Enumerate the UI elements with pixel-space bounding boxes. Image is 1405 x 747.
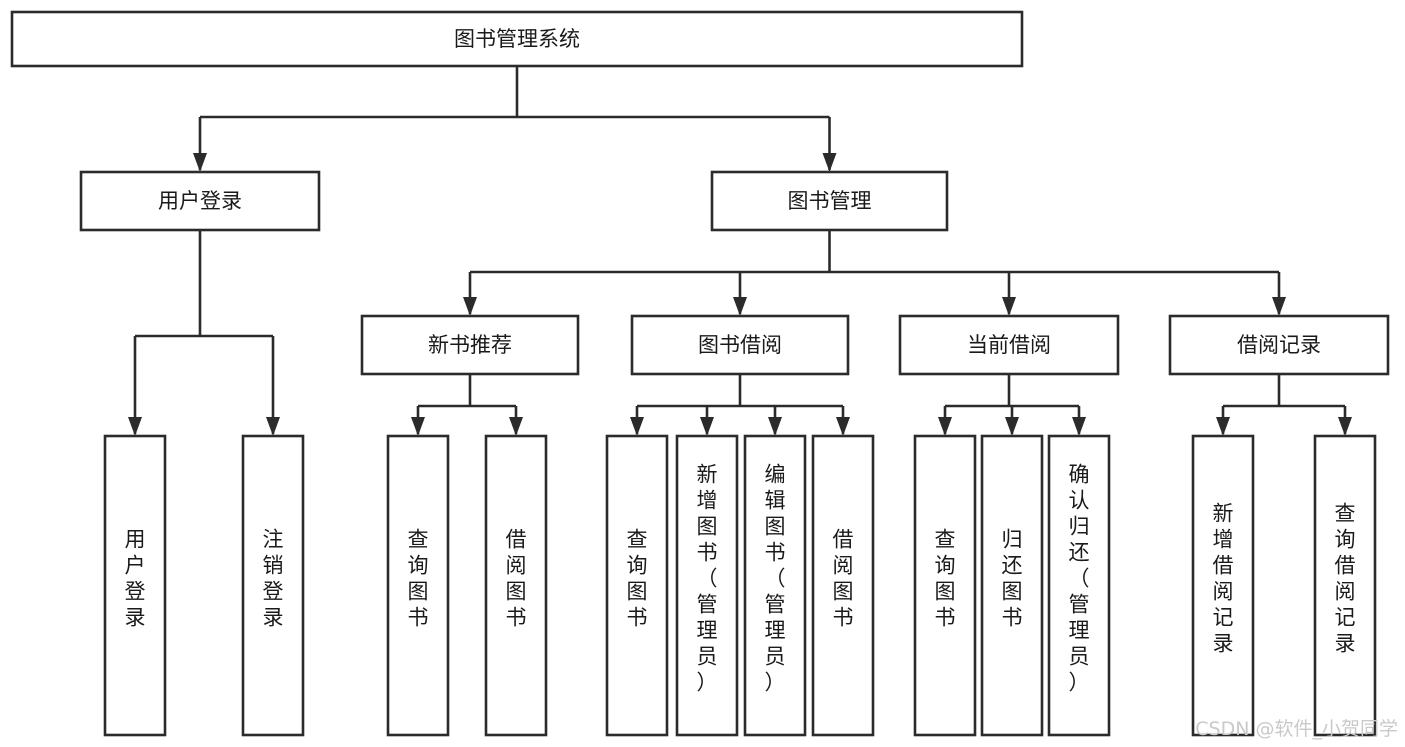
node-borrow-record[interactable]: 借阅记录 [1168, 314, 1390, 376]
node-box-borrow-record[interactable] [1168, 314, 1390, 376]
node-label-book-manage: 图书管理 [788, 189, 872, 213]
node-box-book-manage[interactable] [710, 170, 949, 232]
node-label-leaf-borrow-book-rec: 借阅图书 [506, 528, 527, 630]
node-label-leaf-edit-book: 编辑图书（管理员） [765, 463, 786, 695]
node-label-book-borrow: 图书借阅 [698, 333, 782, 357]
node-label-user-login: 用户登录 [158, 189, 242, 213]
node-box-leaf-add-record[interactable] [1191, 434, 1255, 737]
node-label-leaf-query-book-current: 查询图书 [935, 528, 956, 630]
node-label-leaf-query-book-rec: 查询图书 [408, 528, 429, 630]
node-leaf-query-book-rec[interactable]: 查询图书 [386, 434, 450, 737]
node-label-leaf-query-record: 查询借阅记录 [1335, 502, 1356, 656]
node-leaf-query-book-current[interactable]: 查询图书 [913, 434, 977, 737]
conn-root-to-level2 [193, 66, 837, 172]
node-box-leaf-user-login[interactable] [103, 434, 167, 737]
node-leaf-confirm-return[interactable]: 确认归还（管理员） [1047, 434, 1111, 737]
node-label-leaf-user-login: 用户登录 [125, 528, 146, 630]
node-leaf-return-book[interactable]: 归还图书 [980, 434, 1044, 737]
node-box-leaf-query-book-borrow[interactable] [605, 434, 669, 737]
node-label-leaf-confirm-return: 确认归还（管理员） [1069, 463, 1090, 695]
conn-currentborrow-to-leaves [938, 374, 1086, 436]
node-box-leaf-confirm-return[interactable] [1047, 434, 1111, 737]
node-leaf-query-record[interactable]: 查询借阅记录 [1313, 434, 1377, 737]
node-box-leaf-logout[interactable] [241, 434, 305, 737]
node-box-leaf-add-book[interactable] [675, 434, 739, 737]
node-leaf-logout[interactable]: 注销登录 [241, 434, 305, 737]
node-box-current-borrow[interactable] [898, 314, 1120, 376]
node-label-borrow-record: 借阅记录 [1237, 333, 1321, 357]
node-current-borrow[interactable]: 当前借阅 [898, 314, 1120, 376]
node-box-leaf-borrow-book-rec[interactable] [484, 434, 548, 737]
node-root[interactable]: 图书管理系统 [10, 10, 1024, 68]
conn-bookmanage-to-level3 [463, 230, 1286, 316]
node-label-leaf-logout: 注销登录 [263, 528, 284, 630]
node-leaf-query-book-borrow[interactable]: 查询图书 [605, 434, 669, 737]
connector-layer [128, 66, 1352, 436]
node-label-leaf-query-book-borrow: 查询图书 [627, 528, 648, 630]
node-leaf-borrow-book[interactable]: 借阅图书 [811, 434, 875, 737]
node-label-leaf-add-record: 新增借阅记录 [1213, 502, 1234, 656]
node-box-leaf-edit-book[interactable] [743, 434, 807, 737]
node-box-new-book-recommend[interactable] [360, 314, 580, 376]
csdn-watermark: CSDN @软件_小贺同学 [1195, 718, 1398, 740]
node-user-login[interactable]: 用户登录 [79, 170, 321, 232]
node-box-user-login[interactable] [79, 170, 321, 232]
node-leaf-user-login[interactable]: 用户登录 [103, 434, 167, 737]
node-label-leaf-borrow-book: 借阅图书 [833, 528, 854, 630]
node-label-leaf-return-book: 归还图书 [1002, 528, 1023, 630]
node-box-leaf-query-book-rec[interactable] [386, 434, 450, 737]
node-box-book-borrow[interactable] [630, 314, 850, 376]
node-label-current-borrow: 当前借阅 [967, 333, 1051, 357]
node-leaf-borrow-book-rec[interactable]: 借阅图书 [484, 434, 548, 737]
conn-borrowrecord-to-leaves [1216, 374, 1352, 436]
node-leaf-add-book[interactable]: 新增图书（管理员） [675, 434, 739, 737]
node-book-manage[interactable]: 图书管理 [710, 170, 949, 232]
node-label-root: 图书管理系统 [454, 27, 580, 51]
node-box-leaf-borrow-book[interactable] [811, 434, 875, 737]
node-leaf-edit-book[interactable]: 编辑图书（管理员） [743, 434, 807, 737]
node-book-borrow[interactable]: 图书借阅 [630, 314, 850, 376]
node-leaf-add-record[interactable]: 新增借阅记录 [1191, 434, 1255, 737]
node-box-leaf-return-book[interactable] [980, 434, 1044, 737]
node-box-leaf-query-book-current[interactable] [913, 434, 977, 737]
conn-bookborrow-to-leaves [630, 374, 850, 436]
conn-userlogin-to-leaves [128, 230, 280, 436]
node-box-root[interactable] [10, 10, 1024, 68]
node-label-leaf-add-book: 新增图书（管理员） [697, 463, 718, 695]
node-label-new-book-recommend: 新书推荐 [428, 333, 512, 357]
conn-newbook-to-leaves [411, 374, 523, 436]
node-layer: 图书管理系统用户登录图书管理新书推荐图书借阅当前借阅借阅记录用户登录注销登录查询… [10, 10, 1390, 737]
node-new-book-recommend[interactable]: 新书推荐 [360, 314, 580, 376]
node-box-leaf-query-record[interactable] [1313, 434, 1377, 737]
